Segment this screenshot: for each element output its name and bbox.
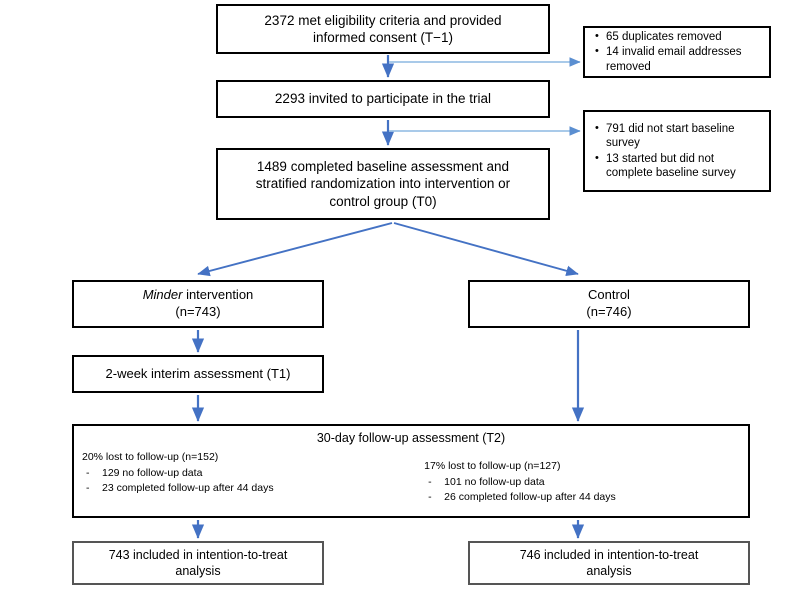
node-minder-name-italic: Minder bbox=[142, 287, 183, 303]
followup-intervention-column: 20% lost to follow-up (n=152) - 129 no f… bbox=[82, 450, 398, 496]
node-interim-text: 2-week interim assessment (T1) bbox=[105, 365, 291, 381]
duplicates-bullet-1: 14 invalid email addresses removed bbox=[606, 46, 742, 73]
notstarted-bullet-0: 791 did not start baseline survey bbox=[606, 123, 735, 150]
node-control-name: Control bbox=[588, 287, 630, 303]
arrow-baseline-to-control bbox=[393, 222, 579, 276]
node-itt-control: 746 included in intention-to-treat analy… bbox=[468, 541, 750, 585]
followup-control-column: 17% lost to follow-up (n=127) - 101 no f… bbox=[412, 450, 740, 505]
list-item: • 13 started but did not complete baseli… bbox=[595, 152, 763, 181]
followup-title: 30-day follow-up assessment (T2) bbox=[316, 431, 506, 445]
node-minder-intervention: Minder intervention(n=743) bbox=[72, 280, 324, 328]
followup-left-heading: 20% lost to follow-up (n=152) bbox=[82, 451, 219, 463]
node-control-count: (n=746) bbox=[586, 304, 632, 319]
list-item: - 101 no follow-up data bbox=[424, 475, 740, 490]
node-eligibility-text: 2372 met eligibility criteria and provid… bbox=[264, 12, 502, 45]
duplicates-bullet-list: • 65 duplicates removed • 14 invalid ema… bbox=[585, 27, 769, 77]
arrow-baseline-to-minder bbox=[197, 222, 393, 277]
node-itt-intervention: 743 included in intention-to-treat analy… bbox=[72, 541, 324, 585]
duplicates-bullet-0: 65 duplicates removed bbox=[606, 31, 722, 44]
dash-icon: - bbox=[428, 475, 432, 488]
list-item: • 65 duplicates removed bbox=[595, 30, 763, 44]
list-item: • 14 invalid email addresses removed bbox=[595, 45, 763, 74]
notstarted-bullet-list: • 791 did not start baseline survey • 13… bbox=[585, 119, 769, 183]
node-baseline-text: 1489 completed baseline assessment and s… bbox=[255, 159, 511, 209]
node-invited: 2293 invited to participate in the trial bbox=[216, 80, 550, 118]
followup-left-item-0: 129 no follow-up data bbox=[102, 466, 203, 479]
node-duplicates-removed: • 65 duplicates removed • 14 invalid ema… bbox=[583, 26, 771, 78]
followup-right-item-1: 26 completed follow-up after 44 days bbox=[444, 490, 616, 503]
node-minder-text: Minder intervention(n=743) bbox=[137, 287, 260, 320]
bullet-icon: • bbox=[595, 45, 599, 58]
node-interim-assessment: 2-week interim assessment (T1) bbox=[72, 355, 324, 393]
notstarted-bullet-1: 13 started but did not complete baseline… bbox=[606, 152, 736, 179]
node-baseline-randomization: 1489 completed baseline assessment and s… bbox=[216, 148, 550, 220]
node-control-text: Control(n=746) bbox=[580, 287, 637, 320]
list-item: - 23 completed follow-up after 44 days bbox=[82, 481, 398, 496]
node-minder-name-rest: intervention bbox=[182, 287, 254, 303]
bullet-icon: • bbox=[595, 30, 599, 43]
node-control-group: Control(n=746) bbox=[468, 280, 750, 328]
node-itt-right-text: 746 included in intention-to-treat analy… bbox=[519, 548, 699, 578]
followup-right-heading: 17% lost to follow-up (n=127) bbox=[424, 460, 561, 472]
node-invited-text: 2293 invited to participate in the trial bbox=[274, 91, 492, 107]
followup-columns: 20% lost to follow-up (n=152) - 129 no f… bbox=[82, 450, 740, 505]
list-item: - 129 no follow-up data bbox=[82, 466, 398, 481]
followup-content: 30-day follow-up assessment (T2) 20% los… bbox=[74, 426, 748, 516]
bullet-icon: • bbox=[595, 151, 599, 164]
dash-icon: - bbox=[86, 466, 90, 479]
node-minder-count: (n=743) bbox=[175, 304, 221, 319]
followup-left-item-1: 23 completed follow-up after 44 days bbox=[102, 481, 274, 494]
node-not-started-baseline: • 791 did not start baseline survey • 13… bbox=[583, 110, 771, 192]
node-eligibility: 2372 met eligibility criteria and provid… bbox=[216, 4, 550, 54]
node-followup-assessment: 30-day follow-up assessment (T2) 20% los… bbox=[72, 424, 750, 518]
dash-icon: - bbox=[428, 490, 432, 503]
followup-right-item-0: 101 no follow-up data bbox=[444, 475, 545, 488]
bullet-icon: • bbox=[595, 122, 599, 134]
list-item: • 791 did not start baseline survey bbox=[595, 122, 763, 151]
list-item: - 26 completed follow-up after 44 days bbox=[424, 490, 740, 505]
node-itt-left-text: 743 included in intention-to-treat analy… bbox=[108, 548, 288, 578]
dash-icon: - bbox=[86, 481, 90, 494]
